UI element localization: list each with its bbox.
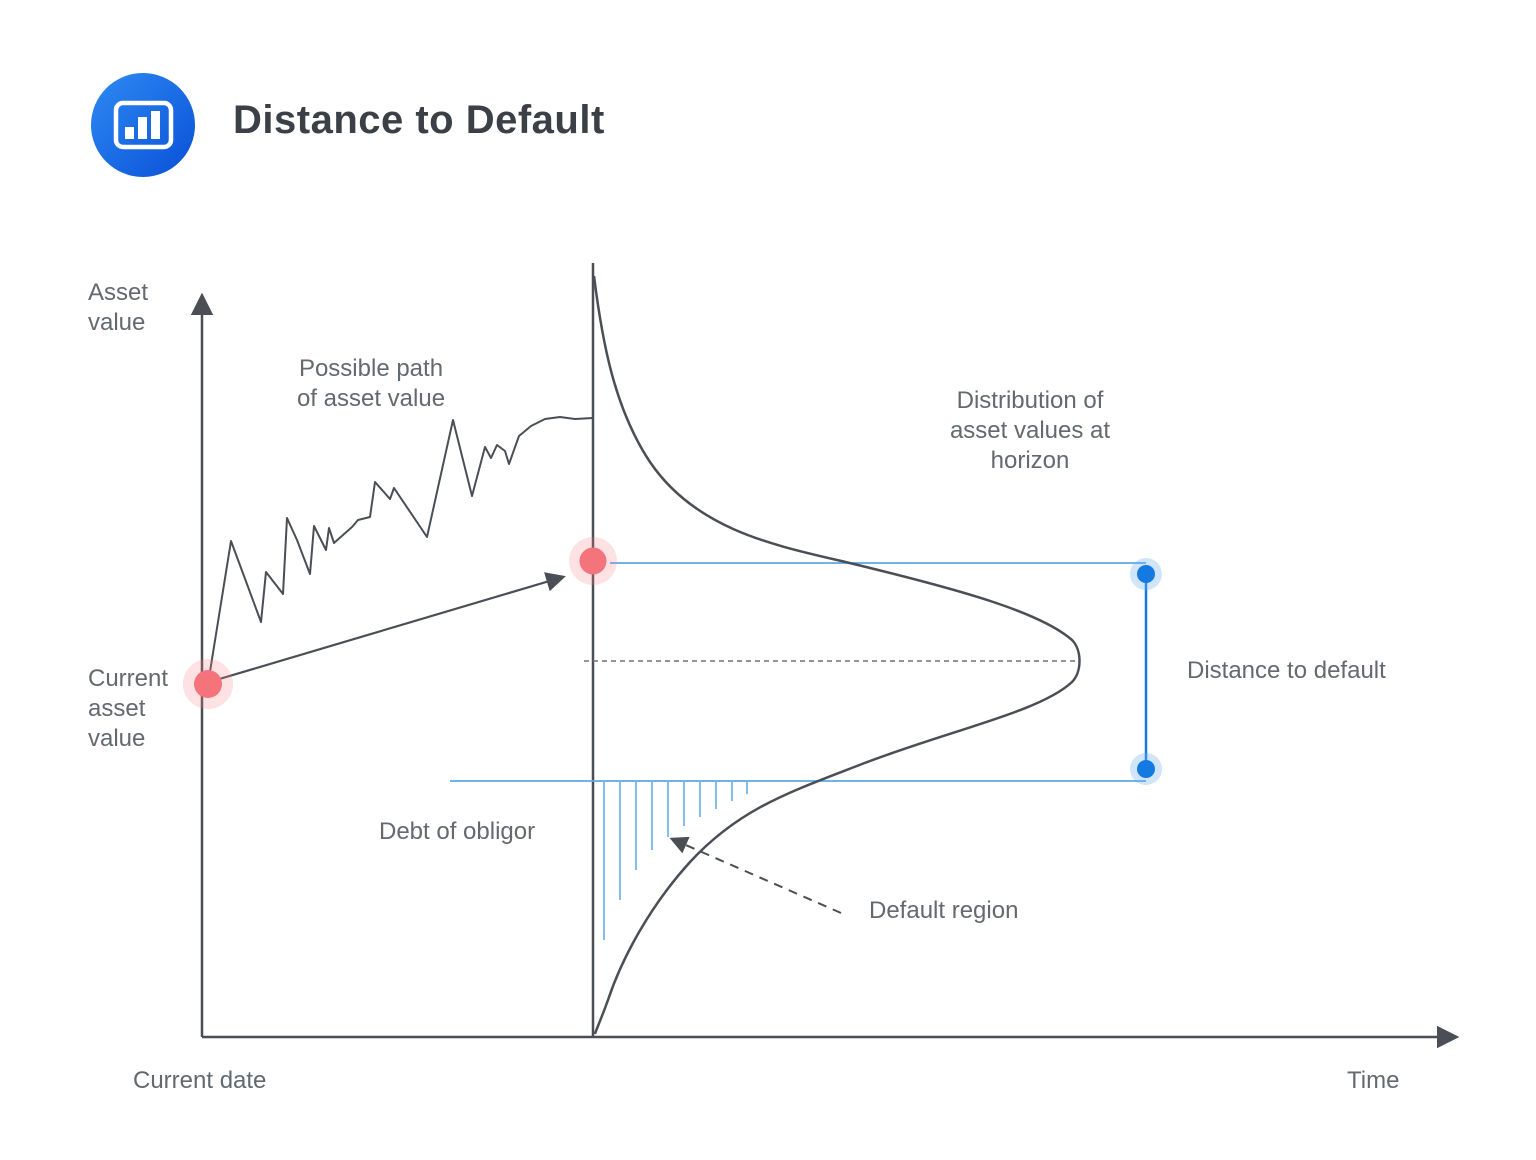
distance-top-dot	[1137, 565, 1155, 583]
distribution-curve	[592, 275, 1081, 1035]
x-axis-origin-label: Current date	[133, 1067, 267, 1094]
distance-bottom-dot	[1137, 760, 1155, 778]
default-region-pointer	[669, 836, 842, 914]
default-region-hatch	[603, 782, 748, 940]
default-region-label: Default region	[869, 897, 1019, 924]
page-title: Distance to Default	[233, 98, 605, 142]
horizon-value-dot	[579, 547, 607, 575]
bar-chart-icon	[113, 100, 174, 150]
asset-value-path	[207, 416, 594, 685]
trend-arrow	[215, 572, 566, 682]
possible-path-label: Possible path of asset value	[296, 355, 446, 413]
logo	[91, 73, 195, 177]
current-asset-value-label: Current asset value	[88, 665, 169, 753]
distance-to-default-label: Distance to default	[1187, 657, 1386, 684]
x-axis-label: Time	[1347, 1067, 1400, 1094]
y-axis-label: Asset value	[88, 279, 149, 337]
current-value-dot	[194, 670, 222, 698]
distribution-label: Distribution of asset values at horizon	[949, 387, 1111, 475]
debt-of-obligor-label: Debt of obligor	[379, 818, 536, 845]
